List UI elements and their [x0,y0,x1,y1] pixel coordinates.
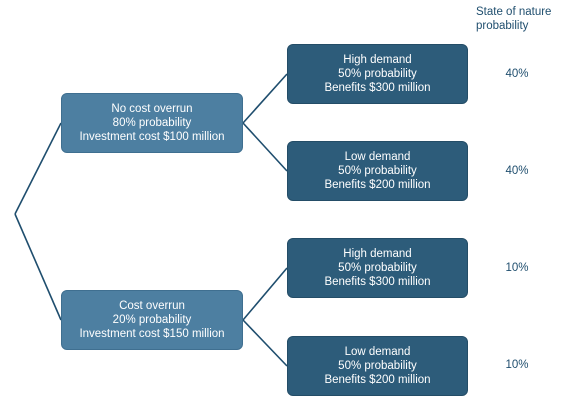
low-demand-node-no-overrun: Low demand 50% probability Benefits $200… [287,141,468,201]
state-probability-value: 40% [505,165,529,177]
node-probability: 50% probability [338,360,417,372]
no-overrun-to-high-demand-branch [242,73,288,124]
high-demand-node-overrun: High demand 50% probability Benefits $30… [287,238,468,298]
node-benefits: Benefits $300 million [324,82,431,94]
root-to-no-cost-overrun-branch [14,122,62,215]
cost-overrun-node: Cost overrun 20% probability Investment … [61,290,243,350]
node-title: High demand [343,54,412,66]
state-probability-value: 10% [505,262,529,274]
node-benefits: Benefits $200 million [324,179,431,191]
node-title: Low demand [344,151,411,163]
node-title: No cost overrun [111,103,193,115]
no-overrun-to-low-demand-branch [242,122,288,172]
node-benefits: Benefits $200 million [324,374,431,386]
high-demand-node-no-overrun: High demand 50% probability Benefits $30… [287,44,468,104]
node-probability: 80% probability [112,117,192,129]
root-to-cost-overrun-branch [14,213,62,321]
node-title: Cost overrun [119,300,185,312]
node-probability: 20% probability [112,314,192,326]
node-title: High demand [343,248,412,260]
node-investment-cost: Investment cost $150 million [79,328,225,340]
state-of-nature-probability-header: State of nature probability [476,5,551,33]
node-probability: 50% probability [338,68,417,80]
node-probability: 50% probability [338,165,417,177]
node-benefits: Benefits $300 million [324,276,431,288]
state-probability-value: 40% [505,68,529,80]
low-demand-node-overrun: Low demand 50% probability Benefits $200… [287,336,468,396]
overrun-to-high-demand-branch [242,267,288,321]
node-title: Low demand [344,346,411,358]
node-probability: 50% probability [338,262,417,274]
node-investment-cost: Investment cost $100 million [79,131,225,143]
state-probability-value: 10% [505,359,529,371]
overrun-to-low-demand-branch [242,319,288,367]
header-line-1: State of nature [476,6,552,18]
no-cost-overrun-node: No cost overrun 80% probability Investme… [61,93,243,153]
header-line-2: probability [476,20,529,32]
